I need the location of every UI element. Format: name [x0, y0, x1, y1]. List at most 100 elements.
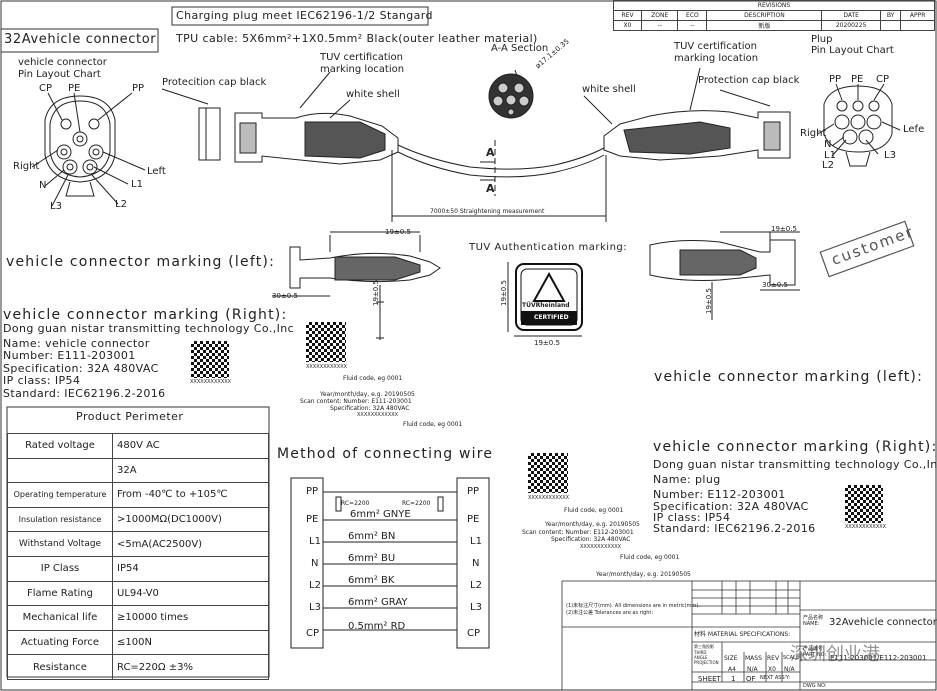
qr-code-center [528, 453, 568, 493]
table-row: Withstand Voltage<5mA(AC2500V) [7, 531, 269, 557]
wire-label: 6mm² BK [348, 575, 395, 586]
plug-right-marking-heading: vehicle connector marking (Right): [653, 439, 937, 455]
next-assy-label: NEXT ASS'Y: [760, 675, 791, 681]
title-block-name: 32Avehicle connector [829, 617, 937, 628]
product-standard: Standard: IEC62196.2-2016 [3, 387, 166, 400]
xx-note: XXXXXXXXXXXX [580, 544, 622, 550]
param-label: Operating temperature [7, 482, 113, 508]
tuv-logo-brand: TÜVRheinland [522, 302, 570, 309]
wire-pin-right: PE [467, 514, 480, 525]
rev-cell: X0 [612, 20, 643, 31]
param-value: >1000MΩ(DC1000V) [112, 506, 269, 533]
pin-label-l1: L1 [131, 179, 143, 190]
param-label [7, 457, 113, 484]
tuv-location-label-right: TUV certification [674, 41, 757, 52]
rev-cell: -- [677, 20, 708, 31]
param-label: Resistance [7, 654, 113, 680]
pin-label-lefe: Lefe [903, 124, 925, 135]
pin-label-cp: CP [876, 74, 890, 85]
qr-code-center-left [306, 322, 346, 362]
param-label: Rated voltage [7, 433, 113, 459]
wiring-title: Method of connecting wire [277, 446, 494, 462]
watermark: 深圳创业港 [790, 644, 880, 665]
wire-pin-left: L3 [309, 602, 321, 613]
section-mark-a-bottom: A [486, 182, 495, 195]
wire-pin-left: N [311, 558, 319, 569]
header-note: Charging plug meet IEC62196-1/2 Stangard [176, 9, 433, 22]
plug-standard: Standard: IEC62196.2-2016 [653, 522, 816, 535]
pin-label-l3: L3 [884, 150, 896, 161]
product-ip: IP class: IP54 [3, 374, 81, 387]
wire-pin-left: PP [306, 486, 319, 497]
pin-label-right: Right [13, 161, 40, 172]
pin-label-l1: L1 [824, 150, 836, 161]
dimension-30-a: 30±0.5 [272, 292, 298, 300]
left-pin-chart-title: vehicle connector [18, 57, 107, 68]
plug-left-marking-heading: vehicle connector marking (left): [654, 369, 923, 385]
wire-pin-right: PP [467, 486, 480, 497]
tuv-location-label-left: TUV certification [320, 52, 403, 63]
dimension-19-c: 19±0.5 [771, 225, 797, 233]
product-spec: Specification: 32A 480VAC [3, 362, 159, 375]
sheet-value: 1 [731, 675, 736, 683]
qr-caption: XXXXXXXXXXXX [190, 379, 232, 385]
dimension-19-b: 19±0.5 [372, 280, 380, 306]
date-note: Year/month/day, e.g. 20190505 [320, 391, 415, 398]
dimension-30-c: 30±0.5 [762, 281, 788, 289]
table-row: Actuating Force≤100N [7, 629, 269, 656]
mass-label: MASS [745, 655, 762, 662]
section-mark-a-top: A [486, 146, 495, 159]
cap-label-right: Protection cap black [698, 75, 800, 86]
rev-label: REV [767, 655, 780, 662]
table-row: 32A [7, 457, 269, 484]
wire-label: 6mm² BU [348, 553, 396, 564]
connector-side-views [272, 231, 800, 340]
product-name: Name: vehicle connector [3, 337, 150, 350]
revisions-title: REVISIONS [613, 0, 935, 11]
param-value: ≥10000 times [112, 605, 269, 631]
name-label: 产品名称 NAME: [803, 615, 824, 627]
param-value: RC=220Ω ±3% [112, 654, 269, 680]
pin-label-n: N [39, 180, 47, 191]
qr-code-right [845, 485, 883, 523]
param-label: Insulation resistance [7, 506, 113, 533]
connector-left-marking-heading: vehicle connector marking (left): [6, 254, 275, 270]
rev-header: REV [612, 10, 643, 21]
wire-pin-right: N [472, 558, 480, 569]
pin-label-pp: PP [829, 74, 842, 85]
left-pin-chart-subtitle: Pin Layout Chart [18, 69, 101, 80]
table-row: Mechanical life≥10000 times [7, 605, 269, 631]
revisions-table: REVISIONS REV ZONE ECO DESCRIPTION DATE … [612, 0, 935, 31]
param-value: From -40℃ to +105℃ [112, 482, 269, 508]
wire-pin-left: PE [306, 514, 319, 525]
rev-cell: -- [641, 20, 679, 31]
part-number: E111-203001/E112-203001 [830, 654, 927, 662]
of-label: OF [746, 675, 756, 683]
company-name: Dong guan nistar transmitting technology… [3, 322, 295, 335]
pin-label-l2: L2 [115, 199, 127, 210]
date-note: Year/month/day, e.g. 20190505 [545, 521, 640, 528]
connector-right-marking-heading: vehicle connector marking (Right): [3, 307, 288, 323]
param-value: IP54 [112, 555, 269, 582]
table-row: Insulation resistance>1000MΩ(DC1000V) [7, 506, 269, 533]
product-number: Number: E111-203001 [3, 349, 136, 362]
scale-label: SCALE [783, 655, 800, 661]
right-pin-chart [817, 83, 901, 167]
spec-note: Specification: 32A 480VAC [330, 405, 410, 412]
product-perimeter-title: Product Perimeter [76, 410, 184, 423]
wire-label: 6mm² GRAY [348, 597, 408, 608]
date-note-2: Year/month/day, e.g. 20190505 [596, 571, 691, 578]
param-label: Mechanical life [7, 605, 113, 631]
wire-pin-right: L1 [470, 536, 482, 547]
param-label: IP Class [7, 555, 113, 582]
fluid-code-note-2: Fluid code, eg 0001 [620, 554, 680, 561]
dimension-19-a: 19±0.5 [385, 228, 411, 236]
pin-label-left: Left [147, 166, 166, 177]
pin-label-right: Right [800, 128, 827, 139]
rev-value: X0 [768, 666, 776, 673]
rev-header: BY [879, 10, 902, 21]
dimension-logo-height: 19±0.5 [500, 280, 508, 306]
